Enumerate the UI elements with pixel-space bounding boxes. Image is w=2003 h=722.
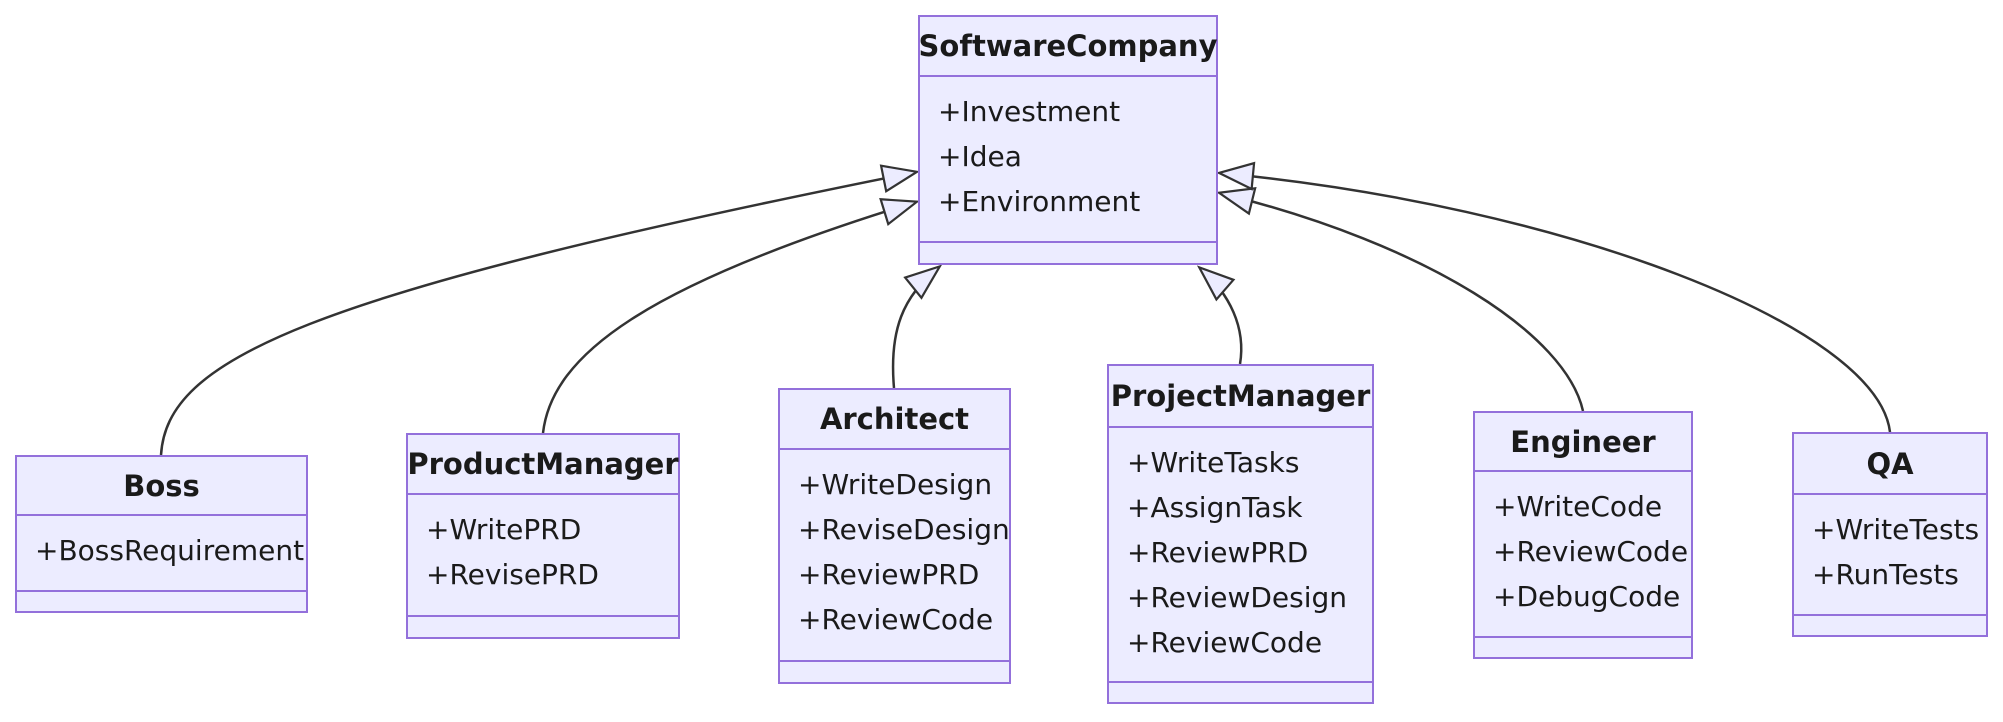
class-members-boss: +BossRequirement — [17, 516, 306, 590]
class-member: +DebugCode — [1493, 580, 1681, 613]
class-methods-empty — [408, 615, 678, 637]
inheritance-edge-boss — [159, 164, 921, 456]
class-methods-empty — [1475, 636, 1691, 657]
class-member: +WriteDesign — [798, 468, 993, 501]
class-member: +ReviewCode — [798, 603, 994, 636]
class-member: +ReviewCode — [1493, 535, 1689, 568]
inheritance-edge-engineer — [1216, 187, 1585, 412]
inheritance-edge-productmanager — [541, 198, 920, 434]
class-title-architect: Architect — [780, 390, 1009, 450]
class-methods-empty — [780, 660, 1009, 682]
inheritance-edge-qa — [1215, 161, 1892, 433]
class-members-projectmanager: +WriteTasks +AssignTask +ReviewPRD +Revi… — [1109, 428, 1372, 681]
class-methods-empty — [1109, 681, 1372, 702]
class-member: +ReviewDesign — [1127, 581, 1348, 614]
inheritance-edge-projectmanager — [1196, 265, 1243, 365]
class-members-engineer: +WriteCode +ReviewCode +DebugCode — [1475, 472, 1691, 636]
class-box-projectmanager: ProjectManager +WriteTasks +AssignTask +… — [1107, 364, 1374, 704]
class-methods-empty — [920, 241, 1216, 263]
class-member: +WritePRD — [426, 513, 582, 546]
class-member: +AssignTask — [1127, 491, 1303, 524]
class-methods-empty — [17, 590, 306, 611]
class-member: +WriteCode — [1493, 490, 1663, 523]
class-title-boss: Boss — [17, 457, 306, 516]
class-box-boss: Boss +BossRequirement — [15, 455, 308, 613]
class-member: +WriteTests — [1812, 513, 1980, 546]
class-member: +ReviewCode — [1127, 626, 1323, 659]
class-member: +ReviseDesign — [798, 513, 1009, 546]
class-member: +RunTests — [1812, 558, 1959, 591]
class-member: +RevisePRD — [426, 558, 599, 591]
class-title-softwarecompany: SoftwareCompany — [919, 17, 1217, 77]
class-box-qa: QA +WriteTests +RunTests — [1792, 432, 1988, 637]
class-member: +BossRequirement — [35, 534, 305, 567]
class-member: +ReviewPRD — [1127, 536, 1309, 569]
class-box-softwarecompany: SoftwareCompany +Investment +Idea +Envir… — [918, 15, 1218, 265]
class-title-engineer: Engineer — [1475, 413, 1691, 472]
inheritance-edge-architect — [891, 264, 943, 389]
class-box-productmanager: ProductManager +WritePRD +RevisePRD — [406, 433, 680, 639]
class-members-qa: +WriteTests +RunTests — [1794, 495, 1986, 614]
class-member: +Environment — [938, 185, 1141, 218]
class-member: +Investment — [938, 95, 1121, 128]
class-title-qa: QA — [1794, 434, 1986, 495]
class-title-productmanager: ProductManager — [407, 435, 679, 495]
class-member: +ReviewPRD — [798, 558, 980, 591]
class-title-projectmanager: ProjectManager — [1109, 366, 1372, 428]
class-box-engineer: Engineer +WriteCode +ReviewCode +DebugCo… — [1473, 411, 1693, 659]
class-members-productmanager: +WritePRD +RevisePRD — [408, 495, 678, 615]
class-methods-empty — [1794, 614, 1986, 635]
class-member: +WriteTasks — [1127, 446, 1300, 479]
class-box-architect: Architect +WriteDesign +ReviseDesign +Re… — [778, 388, 1011, 684]
class-members-softwarecompany: +Investment +Idea +Environment — [920, 77, 1216, 241]
class-members-architect: +WriteDesign +ReviseDesign +ReviewPRD +R… — [780, 450, 1009, 660]
class-member: +Idea — [938, 140, 1022, 173]
